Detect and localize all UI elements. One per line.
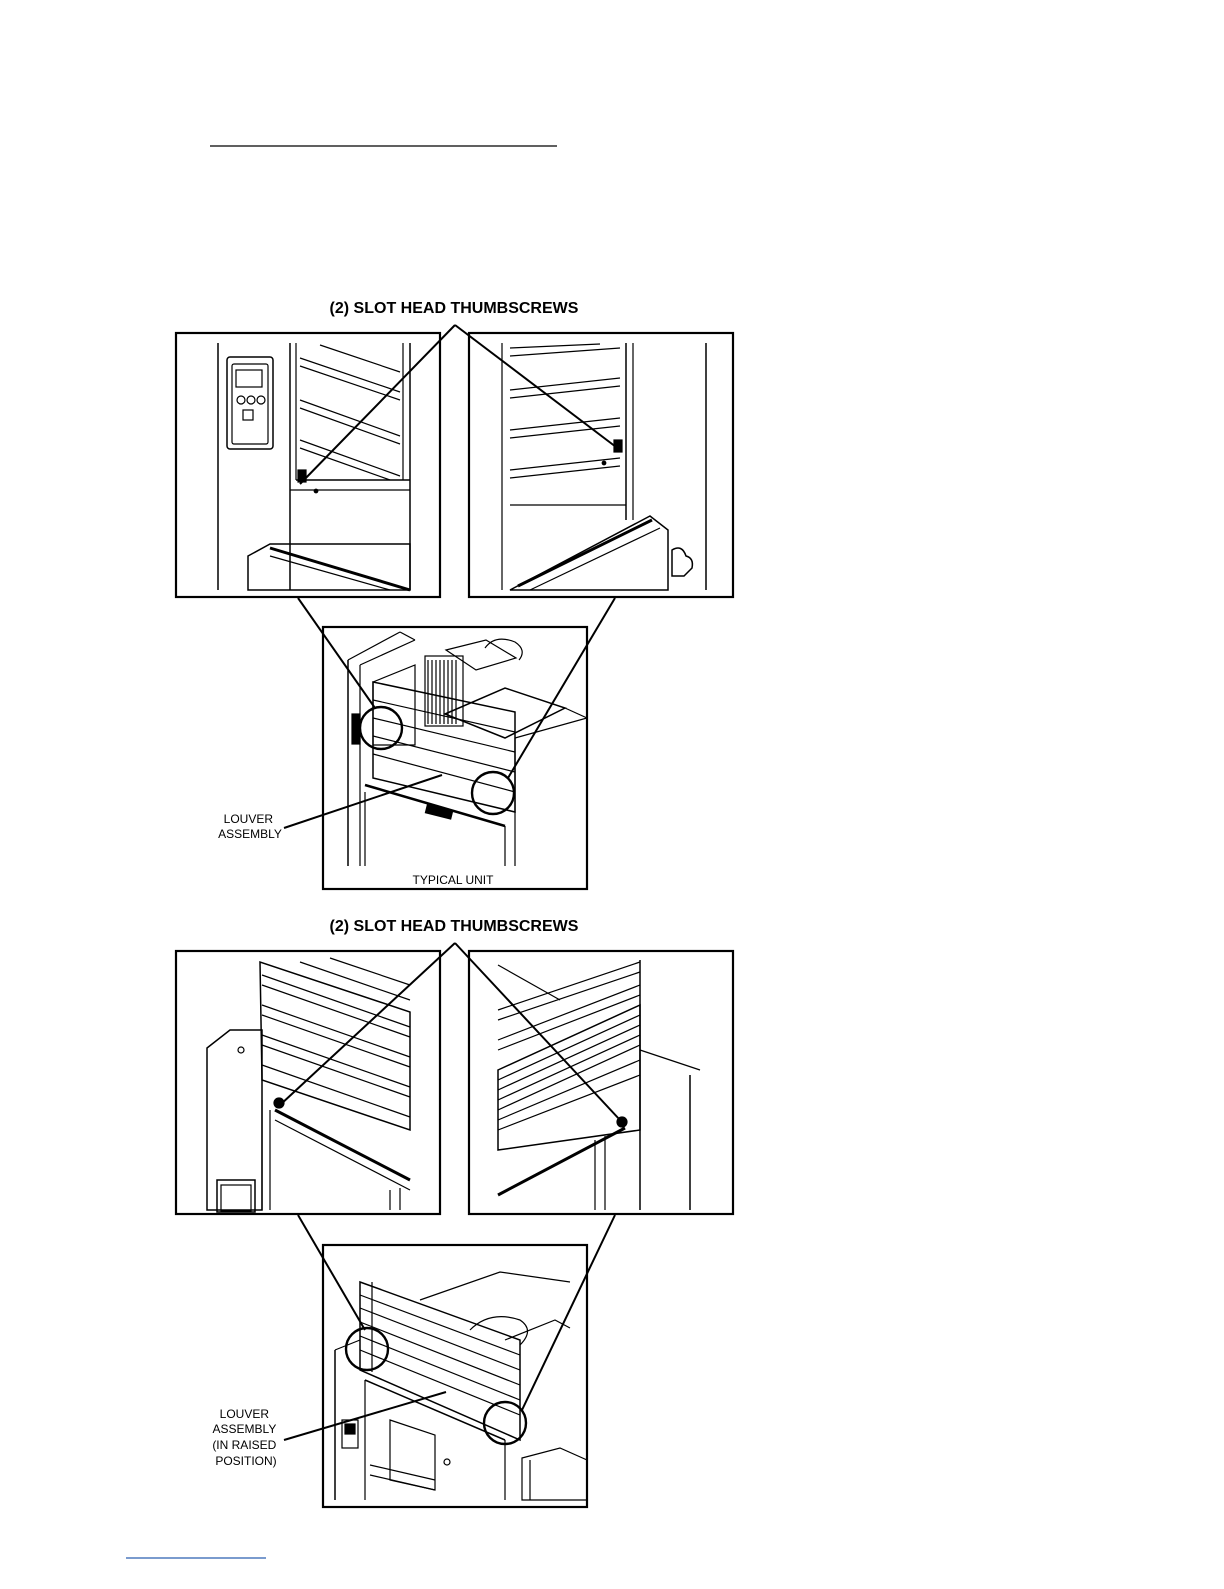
- detail-panel-right-bottom: [469, 951, 733, 1214]
- louver-label-bottom: LOUVER ASSEMBLY (IN RAISED POSITION): [212, 1392, 446, 1468]
- louver-label-line: POSITION): [215, 1454, 276, 1468]
- typical-unit-caption: TYPICAL UNIT: [413, 873, 495, 887]
- raised-louver-view: [323, 1245, 587, 1507]
- louver-label-top: LOUVER ASSEMBLY: [218, 775, 442, 841]
- thumbscrews-callout-bottom: (2) SLOT HEAD THUMBSCREWS: [330, 918, 579, 935]
- svg-text:LOUVER ASSEMBLY: LOUVER ASSEMBLY (IN RAISED POSITION): [212, 1407, 279, 1468]
- louver-label-line: ASSEMBLY: [213, 1422, 277, 1436]
- svg-text:LOUVER ASSEMBLY: LOUVER ASSEMBLY: [218, 812, 282, 841]
- callout-leaders-top: [300, 325, 620, 484]
- detail-panel-right-top: [469, 333, 733, 597]
- detail-panel-left-bottom: [176, 951, 440, 1214]
- figure-top: (2) SLOT HEAD THUMBSCREWS: [176, 300, 733, 889]
- louver-label-line: LOUVER: [220, 1407, 270, 1421]
- louver-label-line: ASSEMBLY: [218, 827, 282, 841]
- thumbscrews-callout-top: (2) SLOT HEAD THUMBSCREWS: [330, 300, 579, 317]
- louver-label-line: LOUVER: [224, 812, 274, 826]
- louver-label-line: (IN RAISED: [212, 1438, 276, 1452]
- figure-bottom: (2) SLOT HEAD THUMBSCREWS: [176, 918, 733, 1507]
- callout-leaders-bottom: [280, 943, 620, 1120]
- detail-panel-left-top: [176, 333, 440, 597]
- typical-unit-view: TYPICAL UNIT: [323, 627, 587, 889]
